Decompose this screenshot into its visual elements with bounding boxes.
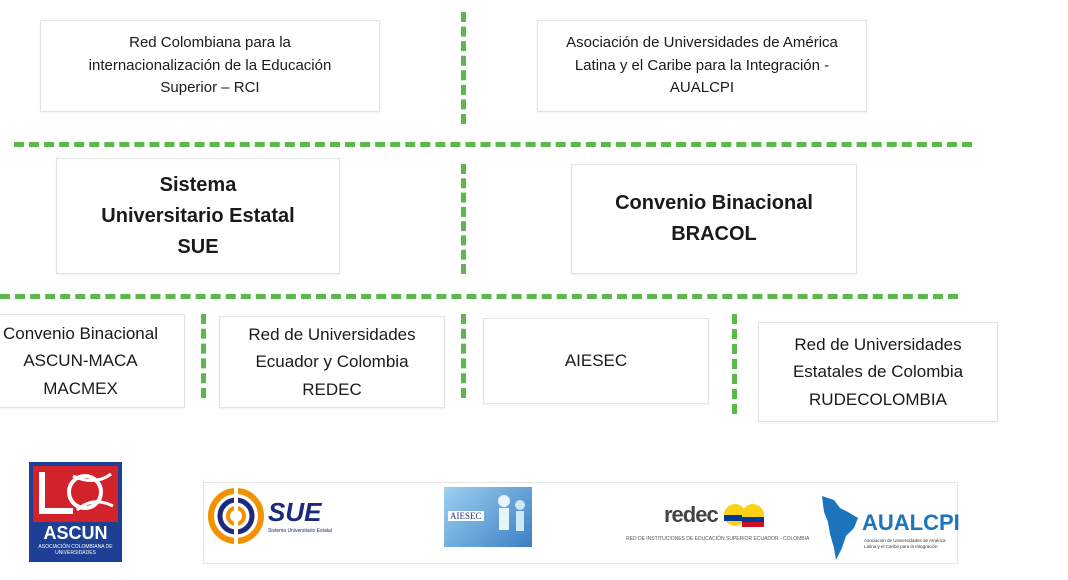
node-rci-label: Red Colombiana para la internacionalizac… (88, 34, 332, 97)
node-rci: Red Colombiana para la internacionalizac… (40, 20, 380, 112)
redec-logo: redec RED DE INSTITUCIONES DE EDUCACIÓN … (626, 500, 816, 550)
node-aualcpi-label: Asociación de Universidades de América L… (566, 34, 838, 97)
node-macmex-label: Convenio Binacional ASCUN-MACA MACMEX (3, 324, 158, 398)
connector-line-vertical-bottom-1 (201, 314, 206, 398)
aiesec-logo: AIESEC (444, 487, 532, 547)
flags-icon (724, 504, 764, 527)
node-sue: Sistema Universitario Estatal SUE (56, 158, 340, 274)
latin-america-map-icon (822, 496, 858, 560)
node-macmex: Convenio Binacional ASCUN-MACA MACMEX (0, 314, 185, 408)
connector-line-vertical-top (461, 12, 466, 124)
connector-line-vertical-bottom-3 (732, 314, 737, 414)
node-bracol: Convenio Binacional BRACOL (571, 164, 857, 274)
connector-line-vertical-middle (461, 164, 466, 274)
node-rudecolombia-label: Red de Universidades Estatales de Colomb… (792, 335, 964, 409)
node-aiesec-label: AIESEC (564, 351, 628, 371)
connector-line-top (14, 142, 972, 147)
node-aiesec: AIESEC (483, 318, 709, 404)
aualcpi-tagline: Asociación de Universidades de América L… (864, 538, 946, 549)
ascun-logo: ASCUN ASOCIACIÓN COLOMBIANA DE UNIVERSID… (29, 462, 122, 562)
node-rudecolombia: Red de Universidades Estatales de Colomb… (758, 322, 998, 422)
node-aualcpi: Asociación de Universidades de América L… (537, 20, 867, 112)
sue-swirl-icon (208, 488, 264, 544)
redec-tagline: RED DE INSTITUCIONES DE EDUCACIÓN SUPERI… (626, 536, 810, 542)
connector-line-middle (0, 294, 958, 299)
aualcpi-logo: AUALCPI Asociación de Universidades de A… (818, 494, 960, 562)
sue-tagline: Sistema Universitario Estatal (268, 528, 332, 534)
ascun-tagline: ASOCIACIÓN COLOMBIANA DE UNIVERSIDADES (38, 544, 113, 556)
aualcpi-wordmark: AUALCPI (862, 510, 960, 535)
node-sue-label: Sistema Universitario Estatal SUE (101, 173, 295, 258)
node-redec: Red de Universidades Ecuador y Colombia … (219, 316, 445, 408)
aiesec-people-icon (498, 495, 525, 531)
redec-wordmark: redec (664, 502, 719, 527)
connector-line-vertical-bottom-2 (461, 314, 466, 398)
aiesec-wordmark: AIESEC (448, 511, 484, 521)
ascun-wordmark: ASCUN (43, 523, 108, 543)
node-redec-label: Red de Universidades Ecuador y Colombia … (248, 325, 416, 399)
ascun-emblem (33, 466, 118, 522)
sue-wordmark: SUE (268, 497, 322, 527)
sue-logo: SUE Sistema Universitario Estatal (208, 486, 332, 546)
node-bracol-label: Convenio Binacional BRACOL (615, 192, 813, 245)
